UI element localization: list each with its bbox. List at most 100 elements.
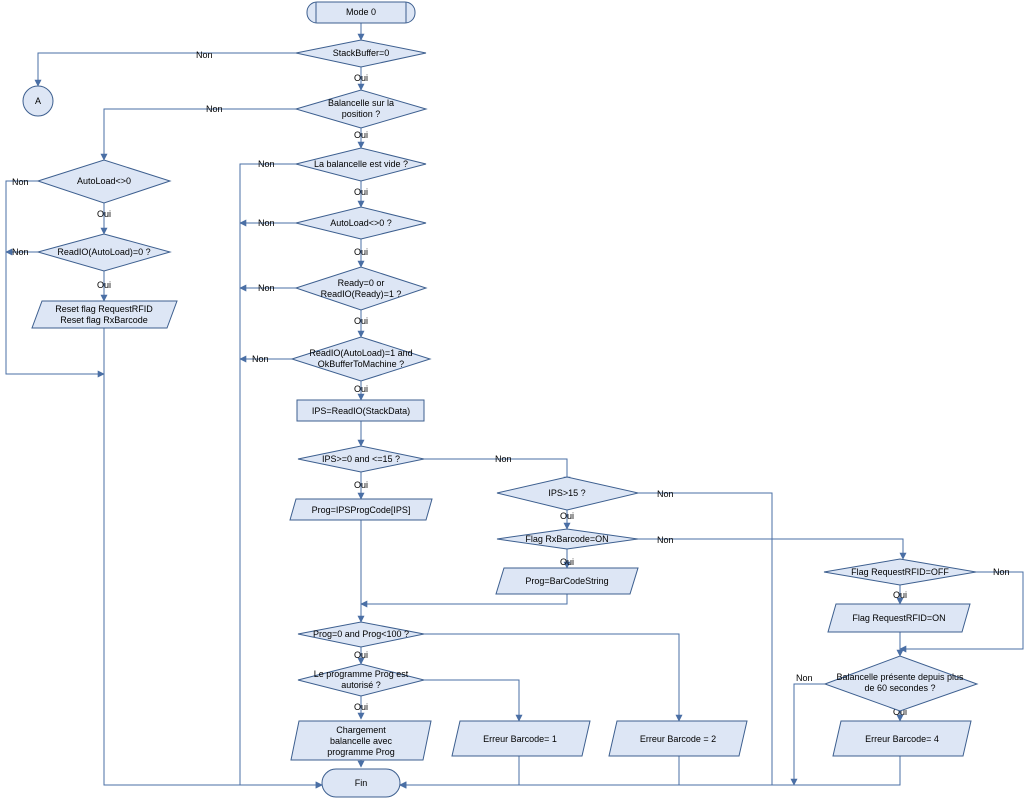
label-non: Non	[258, 218, 275, 228]
label-non: Non	[657, 535, 674, 545]
decision-flag-requestrfid-off-label: Flag RequestRFID=OFF	[851, 567, 949, 577]
edge-labels: Non Non Non Non Non Non Non Non Non Non …	[12, 50, 1010, 717]
decision-balancelle-position-line-2: position ?	[342, 109, 381, 119]
label-non: Non	[258, 283, 275, 293]
nodes: Mode 0 StackBuffer=0 A Balancelle sur la…	[22, 1, 979, 798]
decision-ips-range-label: IPS>=0 and <=15 ?	[322, 454, 400, 464]
decision-balancelle-position: Balancelle sur la position ?	[294, 89, 428, 129]
terminal-fin: Fin	[321, 768, 401, 798]
edge-60s-non	[790, 683, 825, 786]
decision-autoload-center: AutoLoad<>0 ?	[295, 206, 427, 240]
label-oui: Oui	[893, 590, 907, 600]
io-erreur-barcode-1-label: Erreur Barcode= 1	[483, 734, 557, 744]
decision-stackbuffer-label: StackBuffer=0	[333, 48, 390, 58]
io-prog-ipsprogcode-label: Prog=IPSProgCode[IPS]	[312, 505, 411, 515]
label-oui: Oui	[354, 73, 368, 83]
decision-programme-autorise: Le programme Prog est autorisé ?	[297, 663, 425, 697]
decision-flag-rxbarcode: Flag RxBarcode=ON	[496, 528, 639, 550]
decision-ready-line-1: Ready=0 or	[338, 278, 385, 288]
io-prog-ipsprogcode: Prog=IPSProgCode[IPS]	[289, 498, 433, 521]
edges	[5, 23, 1024, 789]
edge-erreur4-fin	[399, 756, 901, 789]
io-reset-flags-line-2: Reset flag RxBarcode	[60, 315, 148, 325]
io-chargement-line-1: Chargement	[336, 725, 386, 735]
label-oui: Oui	[354, 316, 368, 326]
io-flag-requestrfid-on: Flag RequestRFID=ON	[827, 603, 971, 633]
decision-autoload-left: AutoLoad<>0	[36, 159, 172, 204]
decision-balancelle-60s: Balancelle présente depuis plus de 60 se…	[823, 655, 979, 712]
label-non: Non	[12, 177, 29, 187]
label-non: Non	[657, 489, 674, 499]
label-oui: Oui	[97, 280, 111, 290]
label-non: Non	[495, 454, 512, 464]
label-oui: Oui	[354, 480, 368, 490]
decision-readio-autoload-left-label: ReadIO(AutoLoad)=0 ?	[57, 247, 150, 257]
label-non: Non	[258, 159, 275, 169]
decision-prog-range: Prog=0 and Prog<100 ?	[297, 621, 425, 648]
label-oui: Oui	[560, 557, 574, 567]
label-oui: Oui	[354, 702, 368, 712]
terminal-mode0: Mode 0	[306, 1, 416, 24]
decision-readio-autoload-center-line-1: ReadIO(AutoLoad)=1 and	[309, 348, 412, 358]
decision-ready: Ready=0 or ReadIO(Ready)=1 ?	[294, 266, 428, 311]
io-prog-barcodestring-label: Prog=BarCodeString	[525, 576, 608, 586]
io-erreur-barcode-4: Erreur Barcode= 4	[832, 720, 972, 757]
decision-balancelle-60s-line-1: Balancelle présente depuis plus	[836, 672, 964, 682]
edge-barcodestring-merge	[360, 594, 568, 608]
terminal-mode0-label: Mode 0	[346, 7, 376, 17]
edge-autorise-non	[424, 679, 523, 722]
label-non: Non	[252, 354, 269, 364]
label-oui: Oui	[560, 511, 574, 521]
io-prog-barcodestring: Prog=BarCodeString	[495, 567, 639, 595]
edge-erreur2-fin	[399, 756, 680, 789]
edge-progrange-non	[424, 633, 683, 722]
decision-balancelle-position-line-1: Balancelle sur la	[328, 98, 394, 108]
decision-readio-autoload-center-line-2: OkBufferToMachine ?	[318, 359, 404, 369]
edge-stackbuffer-connector-a	[34, 52, 296, 87]
edge-autoloadleft-non	[5, 180, 105, 378]
label-oui: Oui	[354, 247, 368, 257]
edge-reset-fin	[103, 328, 323, 789]
io-erreur-barcode-1: Erreur Barcode= 1	[451, 720, 591, 757]
connector-a: A	[22, 85, 54, 117]
decision-programme-autorise-line-2: autorisé ?	[341, 680, 381, 690]
label-non: Non	[993, 567, 1010, 577]
decision-flag-rxbarcode-label: Flag RxBarcode=ON	[525, 534, 608, 544]
io-erreur-barcode-4-label: Erreur Barcode= 4	[865, 734, 939, 744]
io-reset-flags-line-1: Reset flag RequestRFID	[55, 304, 153, 314]
terminal-fin-label: Fin	[355, 778, 368, 788]
label-oui: Oui	[354, 187, 368, 197]
process-ips-assign: IPS=ReadIO(StackData)	[296, 399, 425, 422]
io-erreur-barcode-2: Erreur Barcode = 2	[608, 720, 748, 757]
io-reset-flags: Reset flag RequestRFID Reset flag RxBarc…	[31, 300, 178, 329]
io-chargement: Chargement balancelle avec programme Pro…	[290, 720, 432, 761]
io-chargement-line-2: balancelle avec	[330, 736, 393, 746]
connector-a-label: A	[35, 96, 41, 106]
io-chargement-line-3: programme Prog	[327, 747, 395, 757]
decision-ready-line-2: ReadIO(Ready)=1 ?	[321, 289, 402, 299]
label-non: Non	[796, 673, 813, 683]
decision-stackbuffer: StackBuffer=0	[295, 39, 427, 68]
edge-non-bus-left	[239, 163, 323, 789]
io-flag-requestrfid-on-label: Flag RequestRFID=ON	[852, 613, 945, 623]
label-oui: Oui	[97, 209, 111, 219]
edge-flag-non	[638, 538, 907, 560]
process-ips-assign-label: IPS=ReadIO(StackData)	[312, 406, 410, 416]
decision-autoload-center-label: AutoLoad<>0 ?	[330, 218, 392, 228]
label-oui: Oui	[354, 384, 368, 394]
decision-autoload-left-label: AutoLoad<>0	[77, 176, 131, 186]
decision-balancelle-vide: La balancelle est vide ?	[295, 147, 427, 182]
label-oui: Oui	[354, 130, 368, 140]
decision-balancelle-60s-line-2: de 60 secondes ?	[864, 683, 935, 693]
label-non: Non	[12, 247, 29, 257]
decision-prog-range-label: Prog=0 and Prog<100 ?	[313, 629, 409, 639]
decision-ips-gt15-label: IPS>15 ?	[548, 488, 585, 498]
decision-programme-autorise-line-1: Le programme Prog est	[314, 669, 409, 679]
label-non: Non	[206, 104, 223, 114]
edge-balancelle-non-left	[100, 108, 296, 161]
decision-readio-autoload-left: ReadIO(AutoLoad)=0 ?	[36, 233, 172, 272]
edge-rfidoff-non	[899, 571, 1024, 653]
decision-balancelle-vide-label: La balancelle est vide ?	[314, 159, 408, 169]
decision-flag-requestrfid-off: Flag RequestRFID=OFF	[823, 558, 977, 586]
